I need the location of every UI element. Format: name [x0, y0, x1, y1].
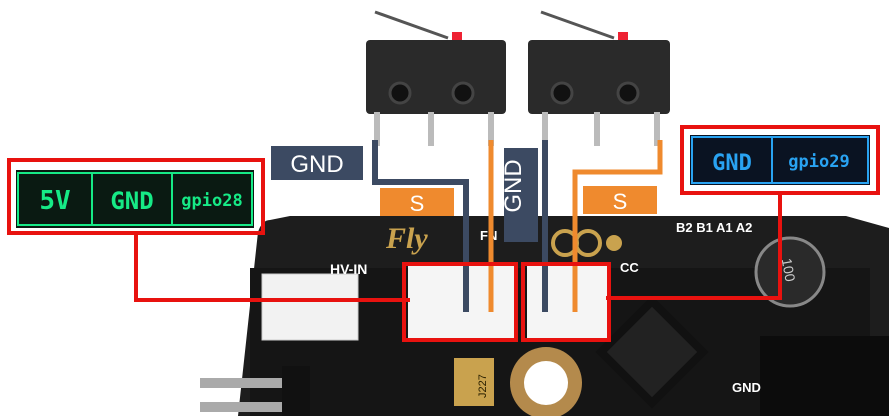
silk-hv-in: HV-IN [330, 261, 367, 277]
tag-right-gnd: GND [500, 148, 538, 242]
tag-right-signal: S [583, 186, 657, 214]
left-connector-highlight [402, 262, 518, 342]
header-pin-5v: 5V [39, 186, 70, 216]
left-jst-connector [408, 264, 514, 340]
silk-pins: B2 B1 A1 A2 [676, 220, 752, 235]
brand-text: Fly [385, 222, 428, 255]
svg-text:S: S [410, 191, 425, 216]
tag-left-gnd: GND [271, 146, 363, 180]
svg-text:GND: GND [290, 151, 343, 178]
tag-left-signal: S [380, 188, 454, 216]
header-pin-gpio28: gpio28 [181, 191, 242, 211]
microswitch-right [528, 10, 670, 146]
inductor [454, 358, 494, 406]
capacitor-text: 100 [779, 257, 799, 283]
connector-housing [760, 336, 889, 416]
silk-cc: CC [620, 260, 639, 275]
inductor-text: J227 [477, 374, 489, 398]
capacitor [754, 236, 826, 308]
header-pin-gnd-right: GND [712, 151, 752, 176]
right-connector-highlight [521, 262, 611, 342]
silk-gnd: GND [732, 380, 761, 395]
left-header-label: 5V GND gpio28 [7, 158, 265, 235]
wire-right-signal [572, 140, 663, 312]
hv-in-connector [261, 273, 359, 341]
wire-left-gnd [372, 140, 469, 312]
right-jst-connector [527, 264, 607, 340]
right-header-label: GND gpio29 [680, 125, 880, 195]
svg-text:GND: GND [500, 159, 527, 212]
red-wire-left [134, 233, 410, 302]
pcb-board: Fly HV-IN FN CC B2 B1 A1 A2 GND 100 J227 [200, 216, 889, 416]
svg-text:S: S [613, 189, 628, 214]
microswitch-left [366, 10, 506, 146]
header-pin-gpio29: gpio29 [788, 152, 849, 172]
red-wire-right [606, 193, 782, 300]
header-pin-gnd: GND [110, 187, 153, 215]
